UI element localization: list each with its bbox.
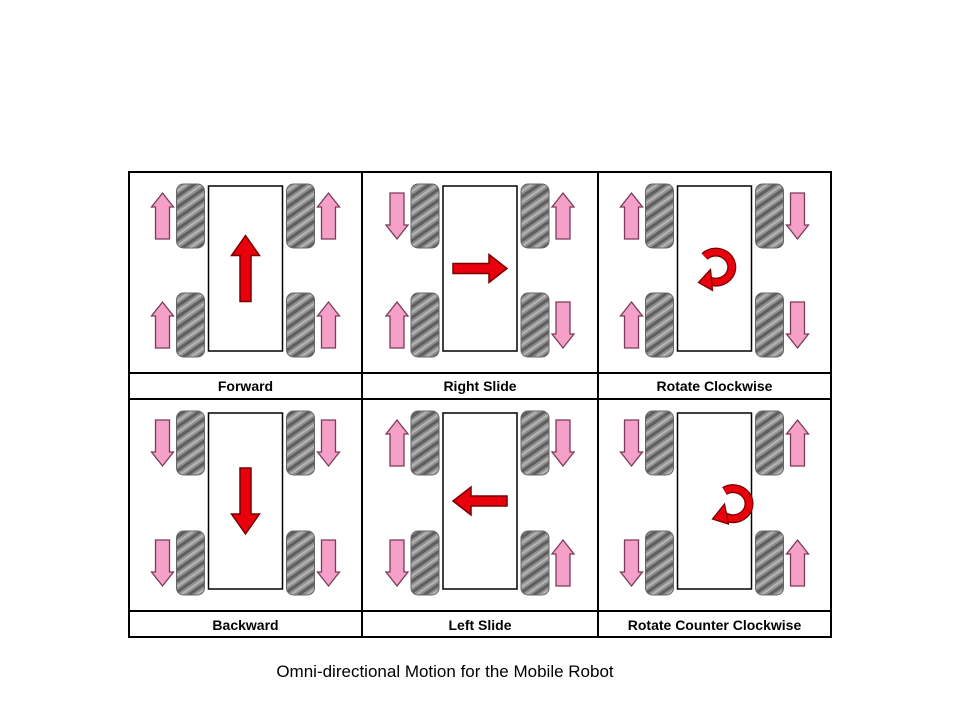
wheel-rear-right [755,530,784,596]
wheel-front-right [286,183,315,249]
wheel-rear-right [286,292,315,358]
wheel-arrow-rear-left [150,539,175,588]
wheel-arrow-rear-left [619,300,644,349]
panel-2: Right Slide [384,183,576,394]
wheel-front-left [645,410,674,476]
panel-3: Rotate Clockwise [619,183,810,394]
wheel-arrow-rear-right [785,538,810,587]
body-motion-arrow [451,485,508,517]
wheel-arrow-rear-right [550,301,576,350]
wheel-front-left [176,410,205,476]
panel-label: Right Slide [443,378,516,394]
wheel-front-right [755,410,784,476]
wheel-arrow-front-right [550,191,576,240]
wheel-arrow-front-left [150,191,175,240]
panel-label: Rotate Clockwise [657,378,773,394]
wheel-arrow-front-left [619,419,644,468]
wheel-arrow-front-right [785,418,810,467]
wheel-rear-left [645,530,674,596]
wheel-front-left [645,183,674,249]
wheel-rear-left [176,292,205,358]
wheel-arrow-rear-left [150,300,175,349]
panel-label: Rotate Counter Clockwise [628,617,802,633]
diagram-caption: Omni-directional Motion for the Mobile R… [276,662,614,681]
panel-5: Left Slide [384,410,576,633]
wheel-arrow-rear-left [619,539,644,588]
panel-4: Backward [150,410,341,633]
wheel-arrow-front-left [384,192,410,241]
wheel-arrow-front-left [384,418,410,467]
robot-body [676,412,753,590]
body-rotation-arrow [720,485,753,522]
wheel-arrow-front-left [619,191,644,240]
body-rotation-arrowhead [697,267,714,292]
panel-label: Forward [218,378,273,394]
wheel-rear-left [410,530,440,596]
body-motion-arrow [230,467,261,536]
wheel-rear-right [755,292,784,358]
wheel-arrow-front-right [316,191,341,240]
wheel-front-right [520,183,550,249]
wheel-arrow-front-right [550,419,576,468]
wheel-arrow-rear-left [384,300,410,349]
body-motion-arrow [452,252,509,285]
wheel-arrow-rear-right [316,300,341,349]
wheel-arrow-rear-right [785,301,810,350]
panel-1: Forward [150,183,341,394]
panel-6: Rotate Counter Clockwise [619,410,810,633]
wheel-front-left [410,410,440,476]
wheel-front-left [176,183,205,249]
wheel-arrow-rear-right [550,538,576,587]
wheel-arrow-front-right [316,419,341,468]
wheel-rear-left [645,292,674,358]
body-rotation-arrow [702,248,736,286]
wheel-arrow-front-left [150,419,175,468]
panel-label: Left Slide [448,617,511,633]
wheel-rear-right [286,530,315,596]
wheel-arrow-front-right [785,192,810,241]
body-motion-arrow [230,234,261,303]
wheel-front-right [755,183,784,249]
wheel-arrow-rear-left [384,539,410,588]
robot-body [676,185,753,352]
wheel-front-right [520,410,550,476]
wheel-rear-right [520,292,550,358]
wheel-front-left [410,183,440,249]
panels-layer: Forward Right Slide Rotate ClockwiseBackwa… [150,183,810,633]
wheel-rear-right [520,530,550,596]
body-rotation-arrowhead [711,502,730,525]
wheel-rear-left [176,530,205,596]
panel-label: Backward [212,617,278,633]
wheel-arrow-rear-right [316,539,341,588]
wheel-front-right [286,410,315,476]
wheel-rear-left [410,292,440,358]
